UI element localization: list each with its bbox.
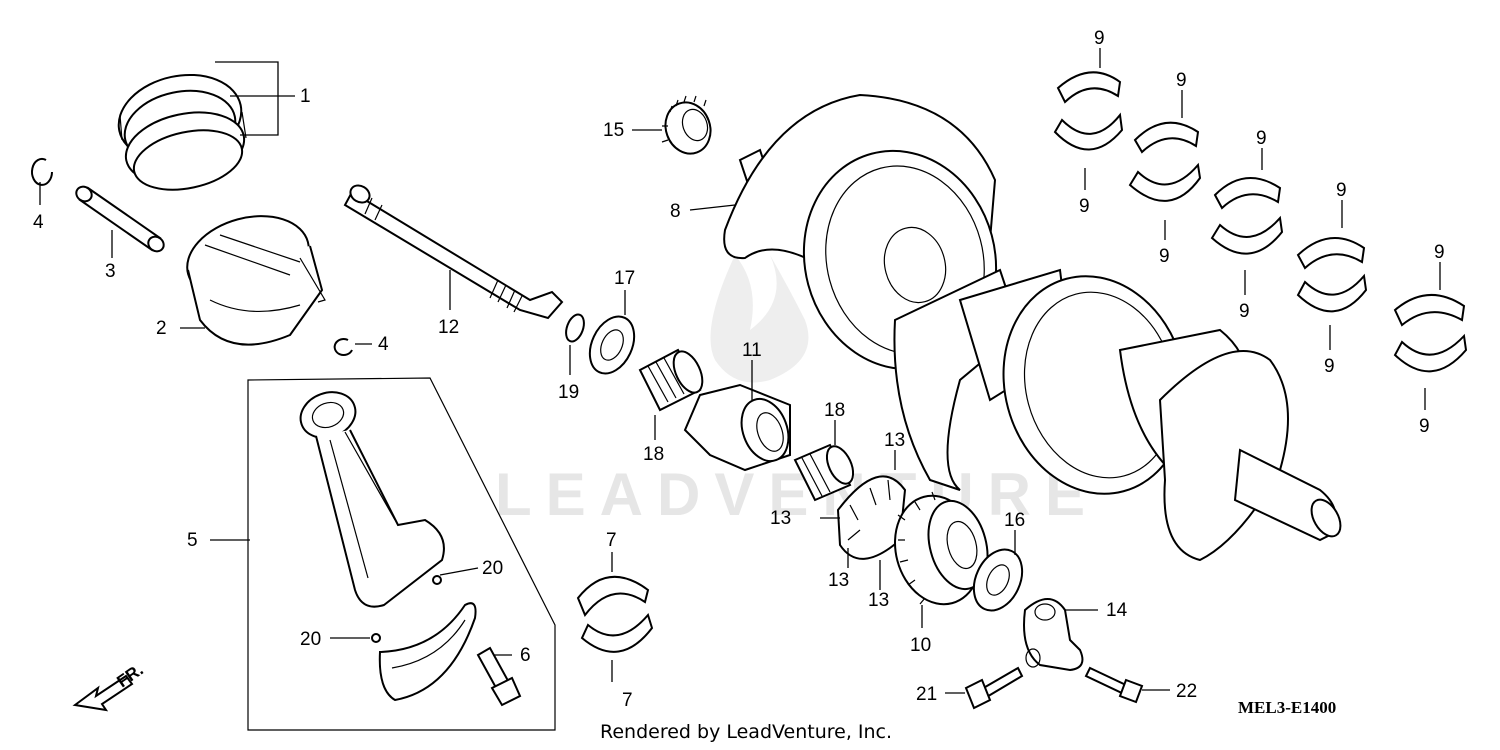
- watermark-text: LEADVENTURE: [495, 461, 1099, 528]
- crankshaft: [689, 93, 1342, 562]
- callout-main-bearing-1-top: 9: [1094, 28, 1105, 49]
- callout-crankshaft: 8: [670, 201, 681, 222]
- callout-ring-19: 19: [558, 382, 579, 403]
- callout-bearing-18-left: 18: [643, 444, 664, 465]
- arm-14: [1023, 598, 1098, 672]
- callout-main-bearing-2-bottom: 9: [1159, 246, 1170, 267]
- dowel-top: [432, 575, 442, 585]
- callout-bearing-18-right: 18: [824, 400, 845, 421]
- piston: [180, 215, 326, 346]
- callout-shaft-12: 12: [438, 317, 459, 338]
- bolt-21: [945, 666, 1024, 710]
- callout-gear-15: 15: [603, 120, 624, 141]
- callout-collar-13-lower-left: 13: [828, 570, 849, 591]
- needle-bearing-right: [793, 420, 855, 502]
- piston-rings: [117, 61, 295, 191]
- main-bearing-4: [1296, 200, 1368, 350]
- gear-15: [632, 95, 712, 155]
- main-bearing-3: [1210, 148, 1284, 295]
- callout-collar-13-lower-right: 13: [868, 590, 889, 611]
- dowel-bottom: [371, 633, 381, 643]
- callout-piston: 2: [156, 318, 167, 339]
- callout-main-bearing-3-bottom: 9: [1239, 301, 1250, 322]
- callout-hub-11: 11: [742, 340, 762, 361]
- washer-17: [588, 290, 636, 375]
- callout-rod-bearing-bottom: 7: [622, 690, 633, 711]
- callout-collar-13-top: 13: [884, 430, 905, 451]
- piston-pin: [75, 185, 165, 258]
- piston-pin-clip-top: [31, 157, 53, 205]
- callout-main-bearing-4-top: 9: [1336, 180, 1347, 201]
- callout-main-bearing-4-bottom: 9: [1324, 356, 1335, 377]
- callout-main-bearing-2-top: 9: [1176, 70, 1187, 91]
- callout-rod-bolt: 6: [520, 645, 531, 666]
- callout-main-bearing-5-top: 9: [1434, 242, 1445, 263]
- callout-main-bearing-1-bottom: 9: [1079, 196, 1090, 217]
- watermark: LEADVENTURE: [495, 255, 1099, 528]
- bolt-22: [1084, 666, 1170, 704]
- front-direction-arrow: FR.: [72, 660, 147, 712]
- callout-arm-14: 14: [1106, 600, 1128, 621]
- gear-10: [894, 491, 989, 628]
- callout-main-bearing-3-top: 9: [1256, 128, 1267, 149]
- main-bearing-5: [1393, 262, 1468, 410]
- callout-washer-17: 17: [614, 268, 635, 289]
- main-bearing-2: [1128, 90, 1202, 240]
- callout-rod-bearing-top: 7: [606, 530, 617, 551]
- needle-bearing-left: [638, 348, 704, 440]
- rod-bearing: [576, 552, 654, 682]
- callout-piston-pin: 3: [105, 261, 116, 282]
- callout-dowel-20-bottom: 20: [300, 629, 321, 650]
- callout-collar-13-left: 13: [770, 508, 791, 529]
- drawing-code: MEL3-E1400: [1238, 698, 1336, 717]
- credit-text: Rendered by LeadVenture, Inc.: [600, 721, 892, 743]
- callout-clip-top: 4: [33, 212, 44, 233]
- washer-16: [972, 530, 1024, 612]
- ring-19: [565, 313, 585, 375]
- hub-11: [683, 360, 791, 472]
- callout-piston-rings: 1: [300, 86, 311, 107]
- callout-main-bearing-5-bottom: 9: [1419, 416, 1430, 437]
- callout-clip-bottom: 4: [378, 334, 389, 355]
- callout-gear-10: 10: [910, 635, 931, 656]
- callout-bolt-21: 21: [916, 684, 937, 705]
- piston-pin-clip-bottom: [333, 338, 372, 356]
- connecting-rod-assembly: [210, 377, 556, 731]
- callout-dowel-20-top: 20: [482, 558, 503, 579]
- balancer-shaft: [343, 184, 564, 320]
- main-bearings: [1053, 48, 1468, 410]
- callout-washer-16: 16: [1004, 510, 1025, 531]
- main-bearing-1: [1053, 48, 1124, 190]
- callout-connecting-rod: 5: [187, 530, 198, 551]
- callout-bolt-22: 22: [1176, 681, 1197, 702]
